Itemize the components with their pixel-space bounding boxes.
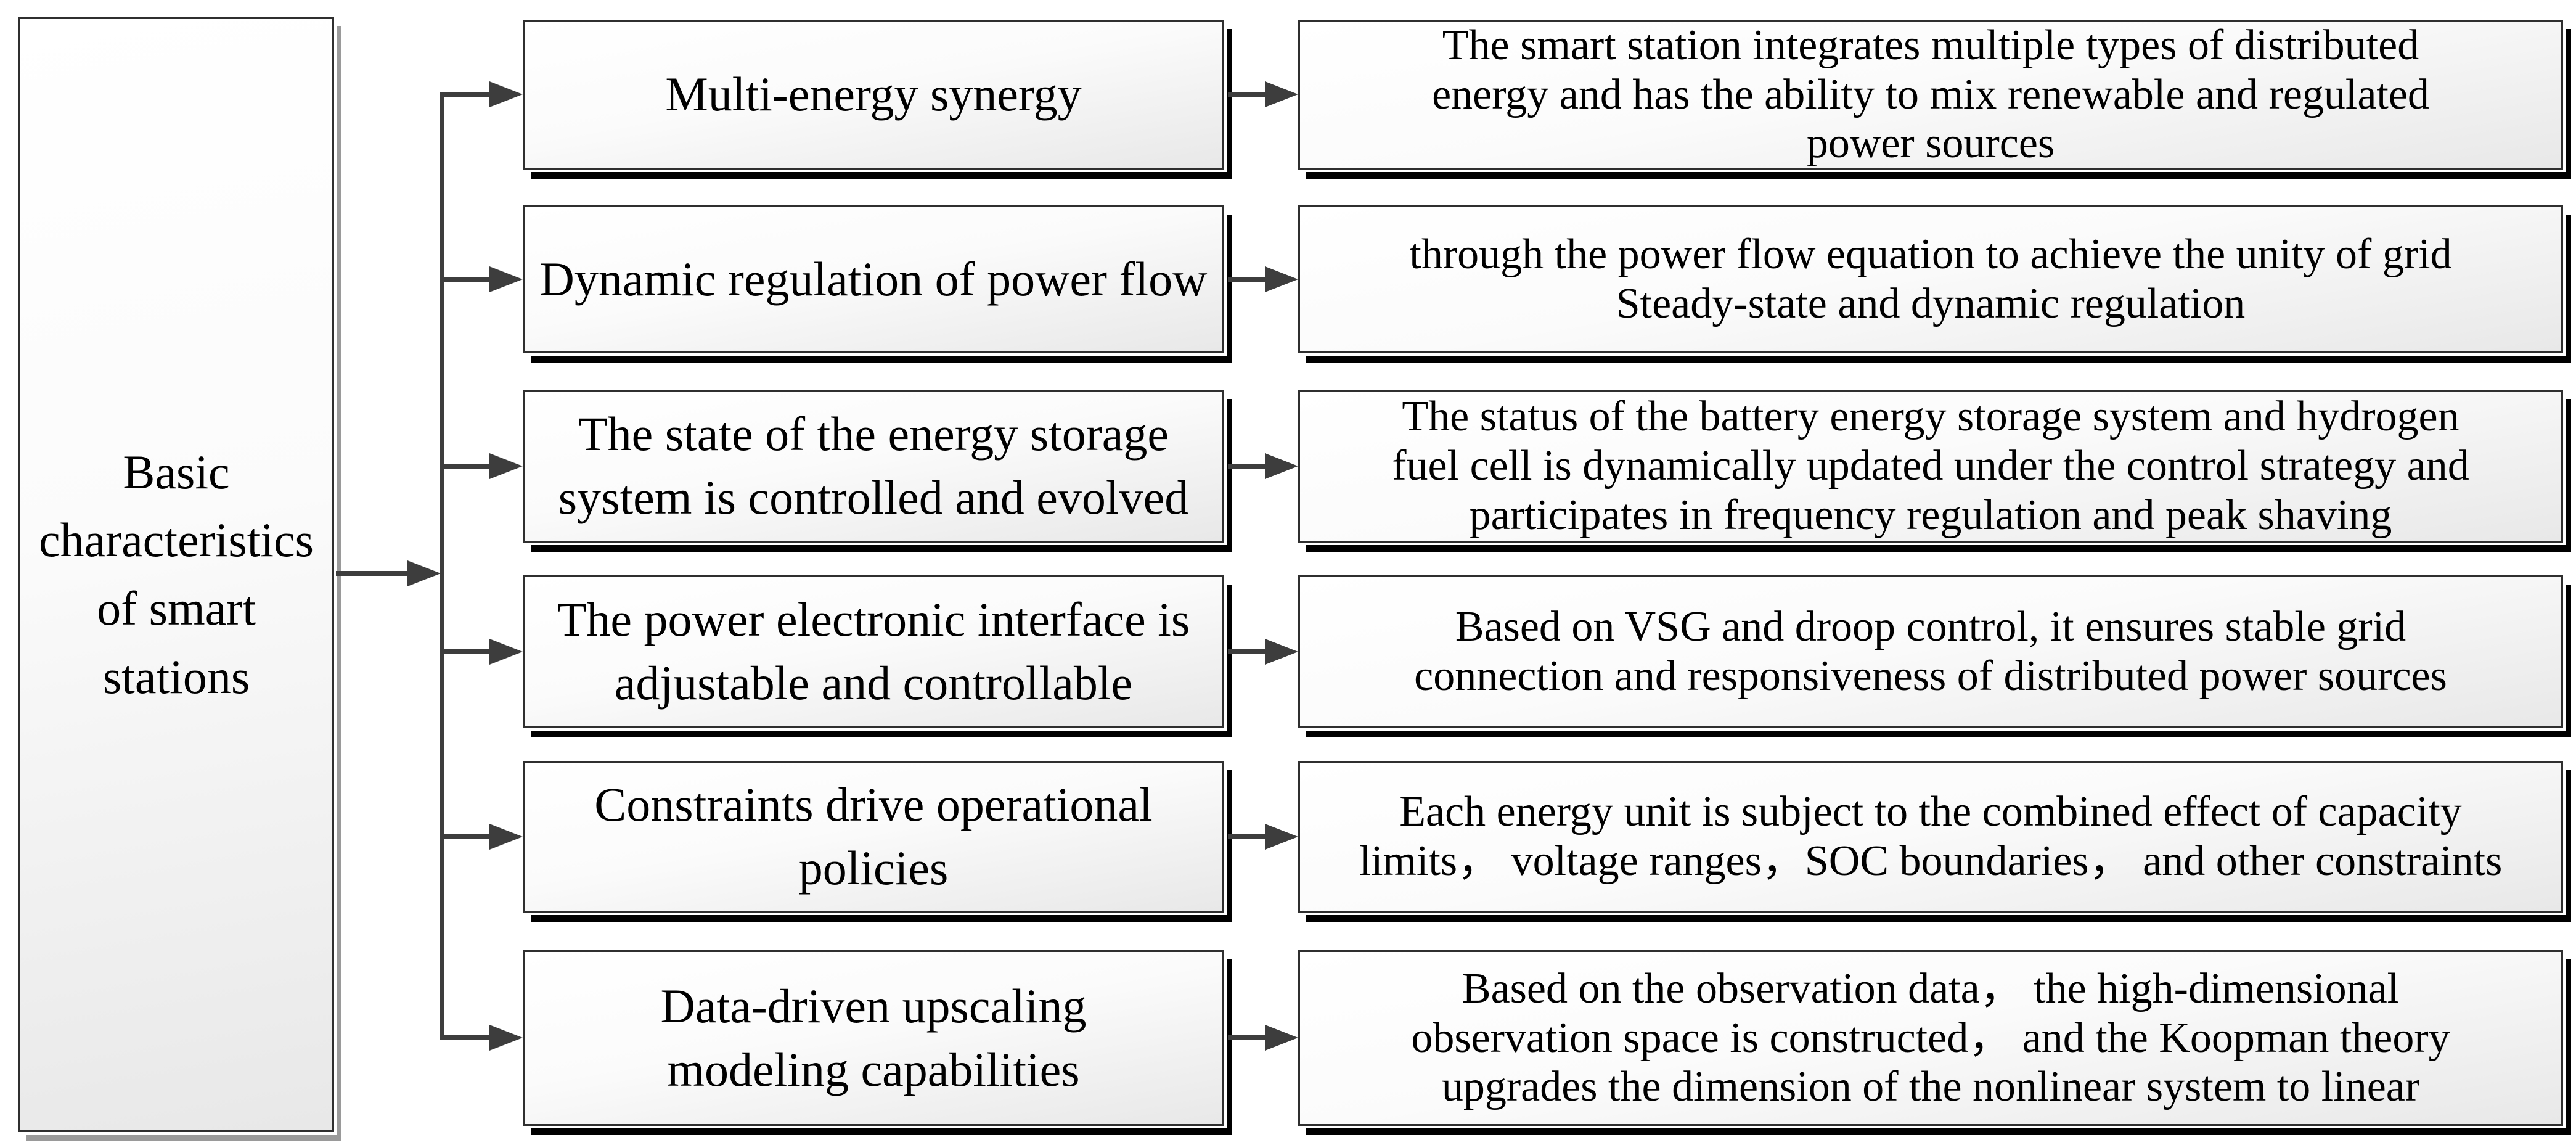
branch-box: Dynamic regulation of power flow	[523, 205, 1224, 353]
desc-arrowhead	[1265, 266, 1298, 292]
desc-arrowhead	[1265, 81, 1298, 107]
description-box: The smart station integrates multiple ty…	[1298, 20, 2563, 170]
desc-line	[1228, 92, 1267, 97]
description-box: Based on the observation data， the high-…	[1298, 950, 2563, 1126]
branch-line	[440, 834, 491, 839]
branch-box: Multi-energy synergy	[523, 20, 1224, 170]
branch-arrowhead	[489, 453, 523, 479]
branch-box: The state of the energy storage system i…	[523, 390, 1224, 543]
description-box: through the power flow equation to achie…	[1298, 205, 2563, 353]
branch-box: Data-driven upscaling modeling capabilit…	[523, 950, 1224, 1126]
desc-line	[1228, 649, 1267, 654]
desc-line	[1228, 834, 1267, 839]
branch-line	[440, 92, 491, 97]
branch-box: Constraints drive operational policies	[523, 761, 1224, 913]
description-box: Each energy unit is subject to the combi…	[1298, 761, 2563, 913]
trunk-line	[336, 571, 410, 576]
branch-box: The power electronic interface is adjust…	[523, 575, 1224, 728]
desc-line	[1228, 1035, 1267, 1040]
branch-arrowhead	[489, 639, 523, 665]
desc-arrowhead	[1265, 1025, 1298, 1051]
branch-line	[440, 277, 491, 282]
branch-arrowhead	[489, 824, 523, 850]
branch-line	[440, 1035, 491, 1040]
desc-line	[1228, 464, 1267, 469]
branch-line	[440, 464, 491, 469]
branch-arrowhead	[489, 81, 523, 107]
branch-arrowhead	[489, 266, 523, 292]
branch-spine-line	[440, 92, 444, 1040]
desc-arrowhead	[1265, 639, 1298, 665]
desc-arrowhead	[1265, 453, 1298, 479]
branch-arrowhead	[489, 1025, 523, 1051]
root-box: Basic characteristics of smart stations	[18, 17, 334, 1132]
desc-line	[1228, 277, 1267, 282]
trunk-arrowhead	[407, 560, 441, 586]
desc-arrowhead	[1265, 824, 1298, 850]
description-box: Based on VSG and droop control, it ensur…	[1298, 575, 2563, 728]
branch-line	[440, 649, 491, 654]
description-box: The status of the battery energy storage…	[1298, 390, 2563, 543]
